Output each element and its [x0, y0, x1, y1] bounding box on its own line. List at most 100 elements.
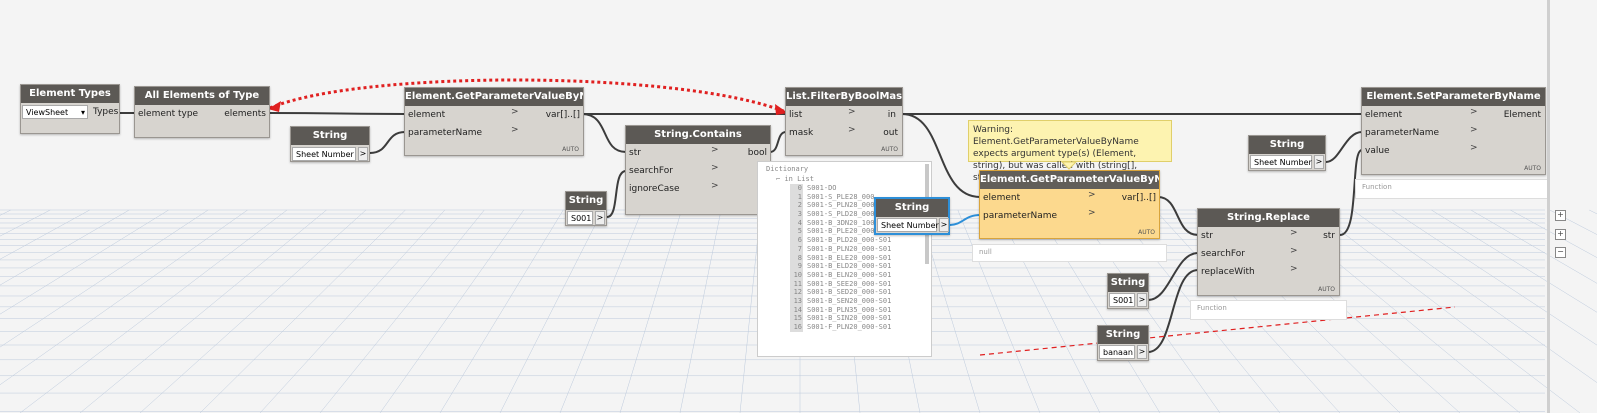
output-port-str[interactable]: str [1323, 231, 1335, 241]
output-port-types[interactable]: Types [93, 107, 119, 117]
list-index: 1 [790, 192, 803, 202]
list-value: S001-B_SEE20_000-S01 [807, 279, 892, 288]
output-port-button[interactable]: > [1314, 155, 1324, 169]
node-string-sheet-number[interactable]: String Sheet Number > [290, 126, 370, 162]
input-port-parameter-name[interactable]: parameterName [983, 211, 1058, 221]
node-title: Element.GetParameterValueByName [405, 88, 583, 106]
output-port-element[interactable]: Element [1503, 110, 1541, 120]
red-dashed-line [979, 306, 1456, 356]
node-string-s001[interactable]: String S001 > [565, 191, 607, 226]
element-type-dropdown[interactable]: ViewSheet ▾ [22, 105, 88, 119]
input-port-search-for[interactable]: searchFor [629, 166, 673, 176]
output-port-button[interactable]: > [358, 147, 368, 161]
output-port-button[interactable]: > [939, 218, 949, 232]
input-port-parameter-name[interactable]: parameterName [1365, 128, 1440, 138]
node-title: Element Types [21, 85, 119, 103]
node-title: List.FilterByBoolMask [786, 88, 902, 106]
output-port-button[interactable]: > [595, 211, 605, 225]
lacing-label: AUTO [562, 146, 579, 153]
string-value-field[interactable]: Sheet Number [292, 147, 356, 161]
node-title: Element.GetParameterValueByName [980, 171, 1159, 189]
list-item: 11 S001-B_SEE20_000-S01 [790, 279, 931, 289]
list-index: 9 [790, 262, 803, 271]
lacing-label: AUTO [881, 146, 898, 153]
wire-selected [949, 214, 981, 226]
output-port-in[interactable]: in [887, 110, 896, 120]
output-port-button[interactable]: > [1137, 293, 1147, 307]
node-string-s001[interactable]: String S001 > [1107, 273, 1149, 309]
lacing-label: AUTO [1138, 229, 1155, 236]
output-port-var[interactable]: var[]..[] [545, 110, 580, 120]
node-all-elements-of-type[interactable]: All Elements of Type element type elemen… [134, 86, 270, 138]
chevron-right-icon: > [1088, 208, 1096, 218]
output-port-out[interactable]: out [883, 128, 898, 138]
list-index: 11 [790, 279, 803, 289]
string-value-field[interactable]: Sheet Number [877, 218, 939, 232]
output-port-var[interactable]: var[]..[] [1121, 193, 1156, 203]
string-value-field[interactable]: banaan [1099, 345, 1135, 359]
node-string-banaan[interactable]: String banaan > [1097, 325, 1149, 361]
output-port-button[interactable]: > [1137, 345, 1147, 359]
input-port-element-type[interactable]: element type [138, 109, 199, 119]
list-index: 6 [790, 236, 803, 245]
node-string-sheet-number[interactable]: String Sheet Number > [1248, 135, 1326, 171]
string-value-field[interactable]: S001 [1109, 293, 1135, 307]
input-port-search-for[interactable]: searchFor [1201, 249, 1245, 259]
input-port-element[interactable]: element [983, 193, 1021, 203]
list-value: S001-DO [807, 184, 837, 192]
input-port-element[interactable]: element [408, 110, 446, 120]
string-value-field[interactable]: S001 [567, 211, 593, 225]
input-port-str[interactable]: str [629, 148, 641, 158]
node-element-set-parameter-by-name[interactable]: Element.SetParameterByName element > par… [1361, 87, 1546, 175]
input-port-mask[interactable]: mask [789, 128, 814, 138]
input-port-str[interactable]: str [1201, 231, 1213, 241]
input-port-list[interactable]: list [789, 110, 803, 120]
output-port-elements[interactable]: elements [224, 109, 266, 119]
node-get-parameter-value-by-name[interactable]: Element.GetParameterValueByName element … [404, 87, 584, 156]
string-value-field[interactable]: Sheet Number [1250, 155, 1312, 169]
zoom-fit-icon[interactable]: + [1555, 229, 1566, 240]
list-index: 16 [790, 323, 803, 332]
chevron-right-icon: > [1290, 228, 1298, 238]
list-index: 14 [790, 305, 803, 315]
arc-arrowhead-left [268, 101, 281, 112]
node-string-sheet-number-selected[interactable]: String Sheet Number > [874, 197, 950, 235]
lacing-label: AUTO [1524, 165, 1541, 172]
input-port-replace-with[interactable]: replaceWith [1201, 267, 1255, 277]
list-index: 10 [790, 270, 803, 280]
wire [369, 131, 406, 154]
sub-label: in List [784, 175, 814, 183]
node-string-contains[interactable]: String.Contains str > searchFor > ignore… [625, 125, 771, 215]
output-port-bool[interactable]: bool [747, 148, 767, 158]
dictionary-header: Dictionary [766, 165, 809, 173]
chevron-down-icon: ▾ [80, 108, 85, 117]
input-port-ignore-case[interactable]: ignoreCase [629, 184, 680, 194]
input-port-element[interactable]: element [1365, 110, 1403, 120]
chevron-right-icon: > [711, 181, 719, 191]
vertical-scrollbar-track[interactable] [1547, 0, 1550, 413]
node-preview-function: Function [1355, 179, 1549, 199]
node-list-filter-by-bool-mask[interactable]: List.FilterByBoolMask list > mask > in o… [785, 87, 903, 156]
zoom-out-icon[interactable]: − [1555, 247, 1566, 258]
input-port-parameter-name[interactable]: parameterName [408, 128, 483, 138]
node-preview-function: Function [1190, 300, 1347, 320]
collapse-icon[interactable]: ⌐ [776, 175, 781, 183]
list-value: S001-B_3DN20_100 [807, 218, 875, 227]
zoom-in-icon[interactable]: + [1555, 210, 1566, 221]
node-element-types[interactable]: Element Types ViewSheet ▾ Types [20, 84, 120, 134]
node-get-parameter-value-by-name-warning[interactable]: Element.GetParameterValueByName element … [979, 170, 1160, 239]
list-value: S001-B_SED20_000-S01 [807, 288, 892, 297]
node-string-replace[interactable]: String.Replace str > searchFor > replace… [1197, 208, 1340, 296]
input-port-value[interactable]: value [1365, 146, 1390, 156]
